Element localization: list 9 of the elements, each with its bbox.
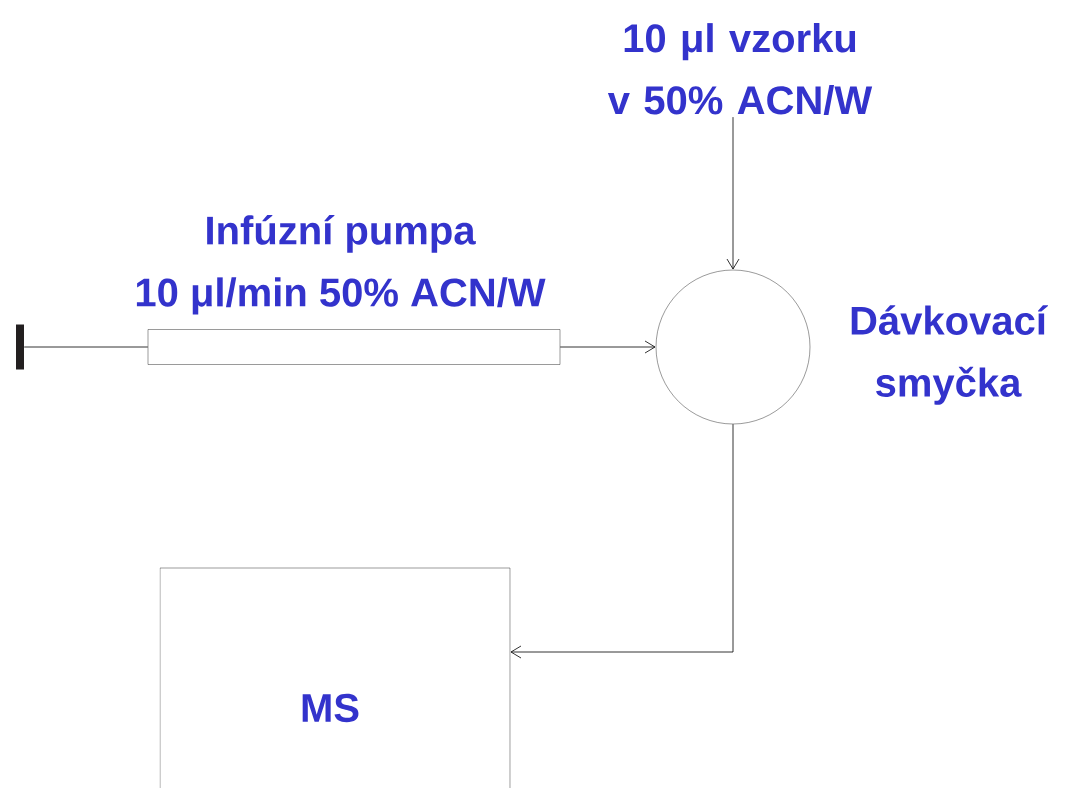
ms-label: MS (302, 693, 359, 723)
arrow (559, 340, 656, 354)
loop-label: Dávkovací smyčka (851, 305, 1048, 405)
plunger-bar (16, 324, 24, 370)
sample-label: 10 μl vzorku v 50% ACN/W (607, 23, 873, 115)
syringe-label: Infúzní pumpa 10 μl/min 50% ACN/W (136, 215, 546, 315)
arrow (726, 116, 740, 270)
arrow (510, 423, 734, 659)
line (23, 346, 149, 348)
